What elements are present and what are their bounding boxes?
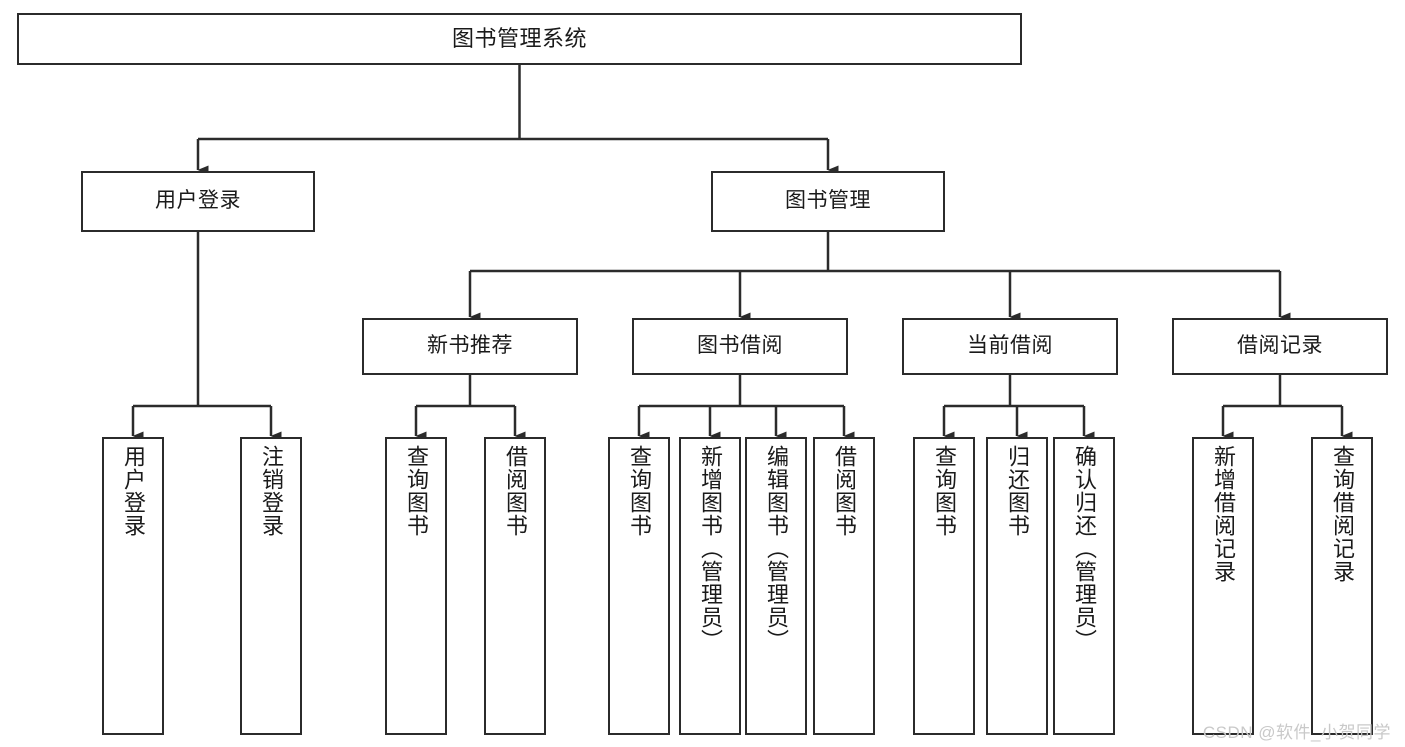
node-label: 借阅图书 bbox=[502, 445, 528, 537]
node-label: 借阅记录 bbox=[1237, 334, 1323, 358]
node-label: 当前借阅 bbox=[967, 334, 1053, 358]
node-label: 归还图书 bbox=[1004, 445, 1030, 537]
node-root[interactable]: 图书管理系统 bbox=[17, 13, 1022, 65]
node-label: 图书管理 bbox=[785, 189, 871, 213]
node-label: 图书管理系统 bbox=[451, 26, 587, 52]
node-label: 查询图书 bbox=[403, 445, 429, 537]
node-l3-e1[interactable]: 新增借阅记录 bbox=[1192, 437, 1254, 735]
node-l3-c3[interactable]: 编辑图书（管理员） bbox=[745, 437, 807, 735]
node-l3-c1[interactable]: 查询图书 bbox=[608, 437, 670, 735]
node-l3-a2[interactable]: 注销登录 bbox=[240, 437, 302, 735]
node-label: 新增图书（管理员） bbox=[697, 445, 723, 652]
node-l3-c4[interactable]: 借阅图书 bbox=[813, 437, 875, 735]
node-l2-record[interactable]: 借阅记录 bbox=[1172, 318, 1388, 375]
connector-layer bbox=[131, 65, 1353, 441]
node-label: 注销登录 bbox=[258, 445, 284, 537]
node-label: 图书借阅 bbox=[697, 334, 783, 358]
node-l2-borrow[interactable]: 图书借阅 bbox=[632, 318, 848, 375]
node-l2-new[interactable]: 新书推荐 bbox=[362, 318, 578, 375]
node-l2-current[interactable]: 当前借阅 bbox=[902, 318, 1118, 375]
node-label: 用户登录 bbox=[155, 189, 241, 213]
node-label: 确认归还（管理员） bbox=[1071, 445, 1097, 652]
node-label: 编辑图书（管理员） bbox=[763, 445, 789, 652]
node-label: 借阅图书 bbox=[831, 445, 857, 537]
node-label: 新书推荐 bbox=[427, 334, 513, 358]
node-l1-login[interactable]: 用户登录 bbox=[81, 171, 315, 232]
node-label: 查询图书 bbox=[626, 445, 652, 537]
node-l3-d2[interactable]: 归还图书 bbox=[986, 437, 1048, 735]
node-label: 用户登录 bbox=[120, 445, 146, 537]
node-l3-c2[interactable]: 新增图书（管理员） bbox=[679, 437, 741, 735]
node-l3-d1[interactable]: 查询图书 bbox=[913, 437, 975, 735]
node-label: 查询图书 bbox=[931, 445, 957, 537]
node-l3-b1[interactable]: 查询图书 bbox=[385, 437, 447, 735]
node-l3-a1[interactable]: 用户登录 bbox=[102, 437, 164, 735]
node-label: 新增借阅记录 bbox=[1210, 445, 1236, 583]
node-label: 查询借阅记录 bbox=[1329, 445, 1355, 583]
node-l1-book[interactable]: 图书管理 bbox=[711, 171, 945, 232]
node-l3-d3[interactable]: 确认归还（管理员） bbox=[1053, 437, 1115, 735]
node-l3-e2[interactable]: 查询借阅记录 bbox=[1311, 437, 1373, 735]
node-l3-b2[interactable]: 借阅图书 bbox=[484, 437, 546, 735]
